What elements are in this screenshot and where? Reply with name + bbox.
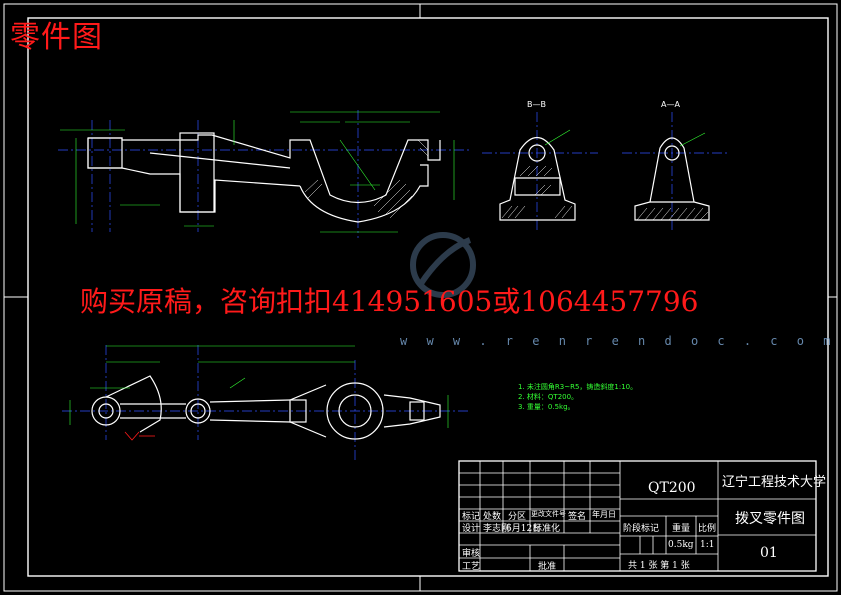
watermark-text: 购买原稿，咨询扣扣414951605或1064457796: [80, 285, 699, 318]
note-line: 3. 重量：0.5kg。: [518, 403, 575, 411]
scale-value: 1:1: [700, 540, 715, 550]
process-label: 工艺: [462, 562, 481, 572]
designer-name: 李志刚: [483, 524, 511, 534]
standardization-label: 标准化: [533, 524, 561, 534]
rev-header: 年月日: [592, 510, 616, 519]
rev-header: 分区: [508, 512, 527, 522]
rev-header: 更改文件号: [531, 510, 566, 518]
material-cell: QT200: [648, 480, 696, 496]
rev-header: 签名: [568, 512, 587, 522]
approve-label: 批准: [538, 562, 557, 572]
section-a-a: [622, 112, 730, 232]
front-view: [58, 110, 470, 238]
drawing-number-cell: 01: [760, 545, 778, 561]
top-view: [62, 345, 468, 462]
rev-header: 标记: [462, 512, 481, 522]
note-line: 2. 材料：QT200。: [518, 393, 579, 401]
scale-header: 比例: [698, 524, 717, 534]
rev-header: 处数: [483, 512, 502, 522]
section-b-label: B—B: [527, 100, 546, 109]
weight-value: 0.5kg: [668, 540, 694, 550]
school-cell: 辽宁工程技术大学: [722, 475, 827, 490]
top-label: 零件图: [10, 20, 103, 55]
weight-header: 重量: [672, 524, 691, 534]
note-line: 1. 未注圆角R3~R5，铸造斜度1:10。: [518, 383, 638, 391]
technical-notes: 1. 未注圆角R3~R5，铸造斜度1:10。 2. 材料：QT200。 3. 重…: [518, 382, 637, 412]
design-date: 6月12日: [506, 524, 542, 534]
review-label: 审核: [462, 549, 481, 559]
sheet-info: 共 1 张 第 1 张: [628, 561, 690, 571]
watermark-site: w w w . r e n r e n d o c . c o m: [400, 334, 837, 348]
part-name-cell: 拨叉零件图: [735, 511, 805, 527]
title-block: [458, 460, 817, 572]
stage-mark-header: 阶段标记: [623, 524, 660, 534]
section-a-label: A—A: [661, 100, 680, 109]
drawing-frame: [3, 3, 838, 592]
watermark-logo: [410, 232, 476, 298]
section-b-b: [482, 112, 598, 232]
design-label: 设计: [462, 524, 481, 534]
